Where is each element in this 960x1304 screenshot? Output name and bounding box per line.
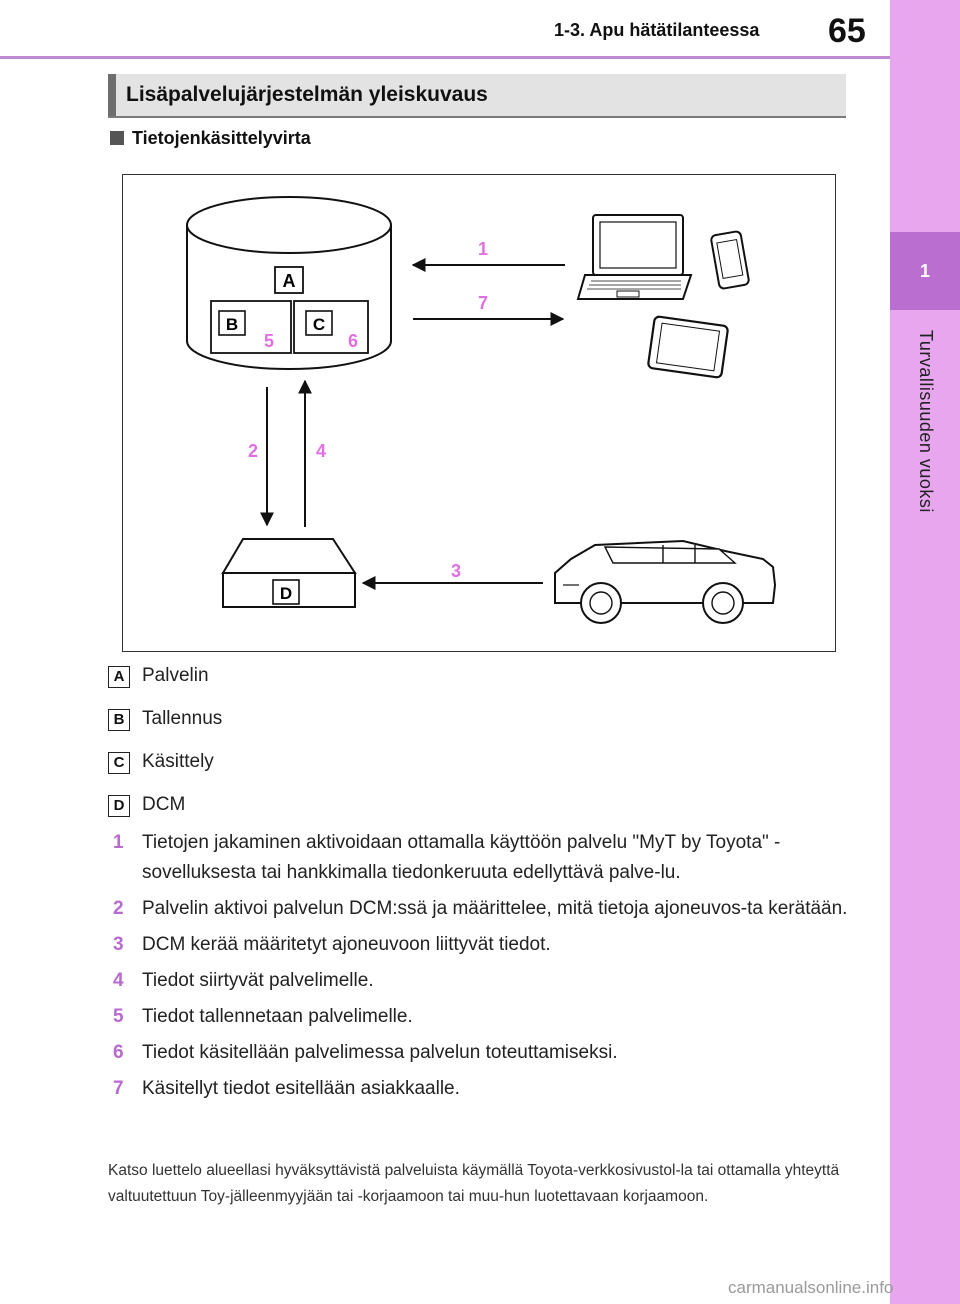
legend-text: Käsittely xyxy=(142,751,214,772)
diagram-svg: A B C 5 6 1 7 xyxy=(186,196,777,624)
step-number: 3 xyxy=(113,934,124,955)
page-heading: Lisäpalvelujärjestelmän yleiskuvaus xyxy=(126,83,488,106)
data-flow-diagram: A B C 5 6 1 7 xyxy=(122,174,836,652)
smartphone-icon xyxy=(710,230,750,290)
legend-item: D DCM xyxy=(108,791,848,834)
page-number: 65 xyxy=(828,12,866,50)
number-5: 5 xyxy=(264,331,274,351)
box-c xyxy=(305,310,333,336)
subheading: Tietojenkäsittelyvirta xyxy=(110,128,311,149)
legend: A Palvelin B Tallennus C Käsittely D DCM xyxy=(108,662,848,834)
step-text: Käsitellyt tiedot esitellään asiakkaalle… xyxy=(142,1078,460,1099)
step-item: 1 Tietojen jakaminen aktivoidaan ottamal… xyxy=(108,828,848,888)
step-item: 4 Tiedot siirtyvät palvelimelle. xyxy=(108,966,848,996)
legend-item: B Tallennus xyxy=(108,705,848,748)
step-item: 6 Tiedot käsitellään palvelimessa palvel… xyxy=(108,1038,848,1068)
number-6: 6 xyxy=(348,331,358,351)
step-text: Tiedot käsitellään palvelimessa palvelun… xyxy=(142,1042,618,1063)
step-text: Tietojen jakaminen aktivoidaan ottamalla… xyxy=(142,832,781,883)
watermark: carmanualsonline.info xyxy=(728,1278,894,1297)
box-d xyxy=(272,579,300,605)
step-text: DCM kerää määritetyt ajoneuvoon liittyvä… xyxy=(142,934,551,955)
number-1: 1 xyxy=(478,239,488,259)
step-item: 3 DCM kerää määritetyt ajoneuvoon liitty… xyxy=(108,930,848,960)
step-text: Tiedot siirtyvät palvelimelle. xyxy=(142,970,374,991)
legend-key: D xyxy=(108,795,130,817)
footnote: Katso luettelo alueellasi hyväksyttävist… xyxy=(108,1162,840,1205)
square-bullet-icon xyxy=(110,131,124,145)
legend-key: B xyxy=(108,709,130,731)
step-number: 5 xyxy=(113,1006,124,1027)
number-3: 3 xyxy=(451,561,461,581)
step-number: 4 xyxy=(113,970,124,991)
heading-box: Lisäpalvelujärjestelmän yleiskuvaus xyxy=(108,74,846,118)
step-text: Tiedot tallennetaan palvelimelle. xyxy=(142,1006,413,1027)
step-number: 7 xyxy=(113,1078,124,1099)
subheading-text: Tietojenkäsittelyvirta xyxy=(132,128,311,148)
step-text: Palvelin aktivoi palvelun DCM:ssä ja mää… xyxy=(142,898,848,919)
chapter-side-tab xyxy=(890,0,960,1304)
legend-key: A xyxy=(108,666,130,688)
step-number: 6 xyxy=(113,1042,124,1063)
legend-item: A Palvelin xyxy=(108,662,848,705)
label-b: B xyxy=(226,315,238,334)
step-list: 1 Tietojen jakaminen aktivoidaan ottamal… xyxy=(108,828,848,1110)
heading-bar xyxy=(108,74,116,116)
step-item: 2 Palvelin aktivoi palvelun DCM:ssä ja m… xyxy=(108,894,848,924)
label-d: D xyxy=(280,584,292,603)
section-title: 1-3. Apu hätätilanteessa xyxy=(554,20,760,40)
step-number: 2 xyxy=(113,898,124,919)
step-item: 5 Tiedot tallennetaan palvelimelle. xyxy=(108,1002,848,1032)
step-number: 1 xyxy=(113,832,124,853)
chapter-label: Turvallisuuden vuoksi xyxy=(916,330,936,513)
label-a: A xyxy=(283,271,296,291)
car-icon xyxy=(554,539,777,624)
laptop-icon xyxy=(576,214,693,300)
tablet-icon xyxy=(647,315,729,379)
legend-text: Palvelin xyxy=(142,665,209,686)
header-rule xyxy=(0,56,890,59)
legend-text: Tallennus xyxy=(142,708,223,729)
legend-item: C Käsittely xyxy=(108,748,848,791)
legend-key: C xyxy=(108,752,130,774)
label-c: C xyxy=(313,315,325,334)
step-item: 7 Käsitellyt tiedot esitellään asiakkaal… xyxy=(108,1074,848,1104)
number-2: 2 xyxy=(248,441,258,461)
storage-box xyxy=(210,300,292,354)
legend-text: DCM xyxy=(142,794,186,815)
box-b xyxy=(218,310,246,336)
chapter-number: 1 xyxy=(890,232,960,310)
number-7: 7 xyxy=(478,293,488,313)
box-a xyxy=(274,266,304,294)
number-4: 4 xyxy=(316,441,326,461)
